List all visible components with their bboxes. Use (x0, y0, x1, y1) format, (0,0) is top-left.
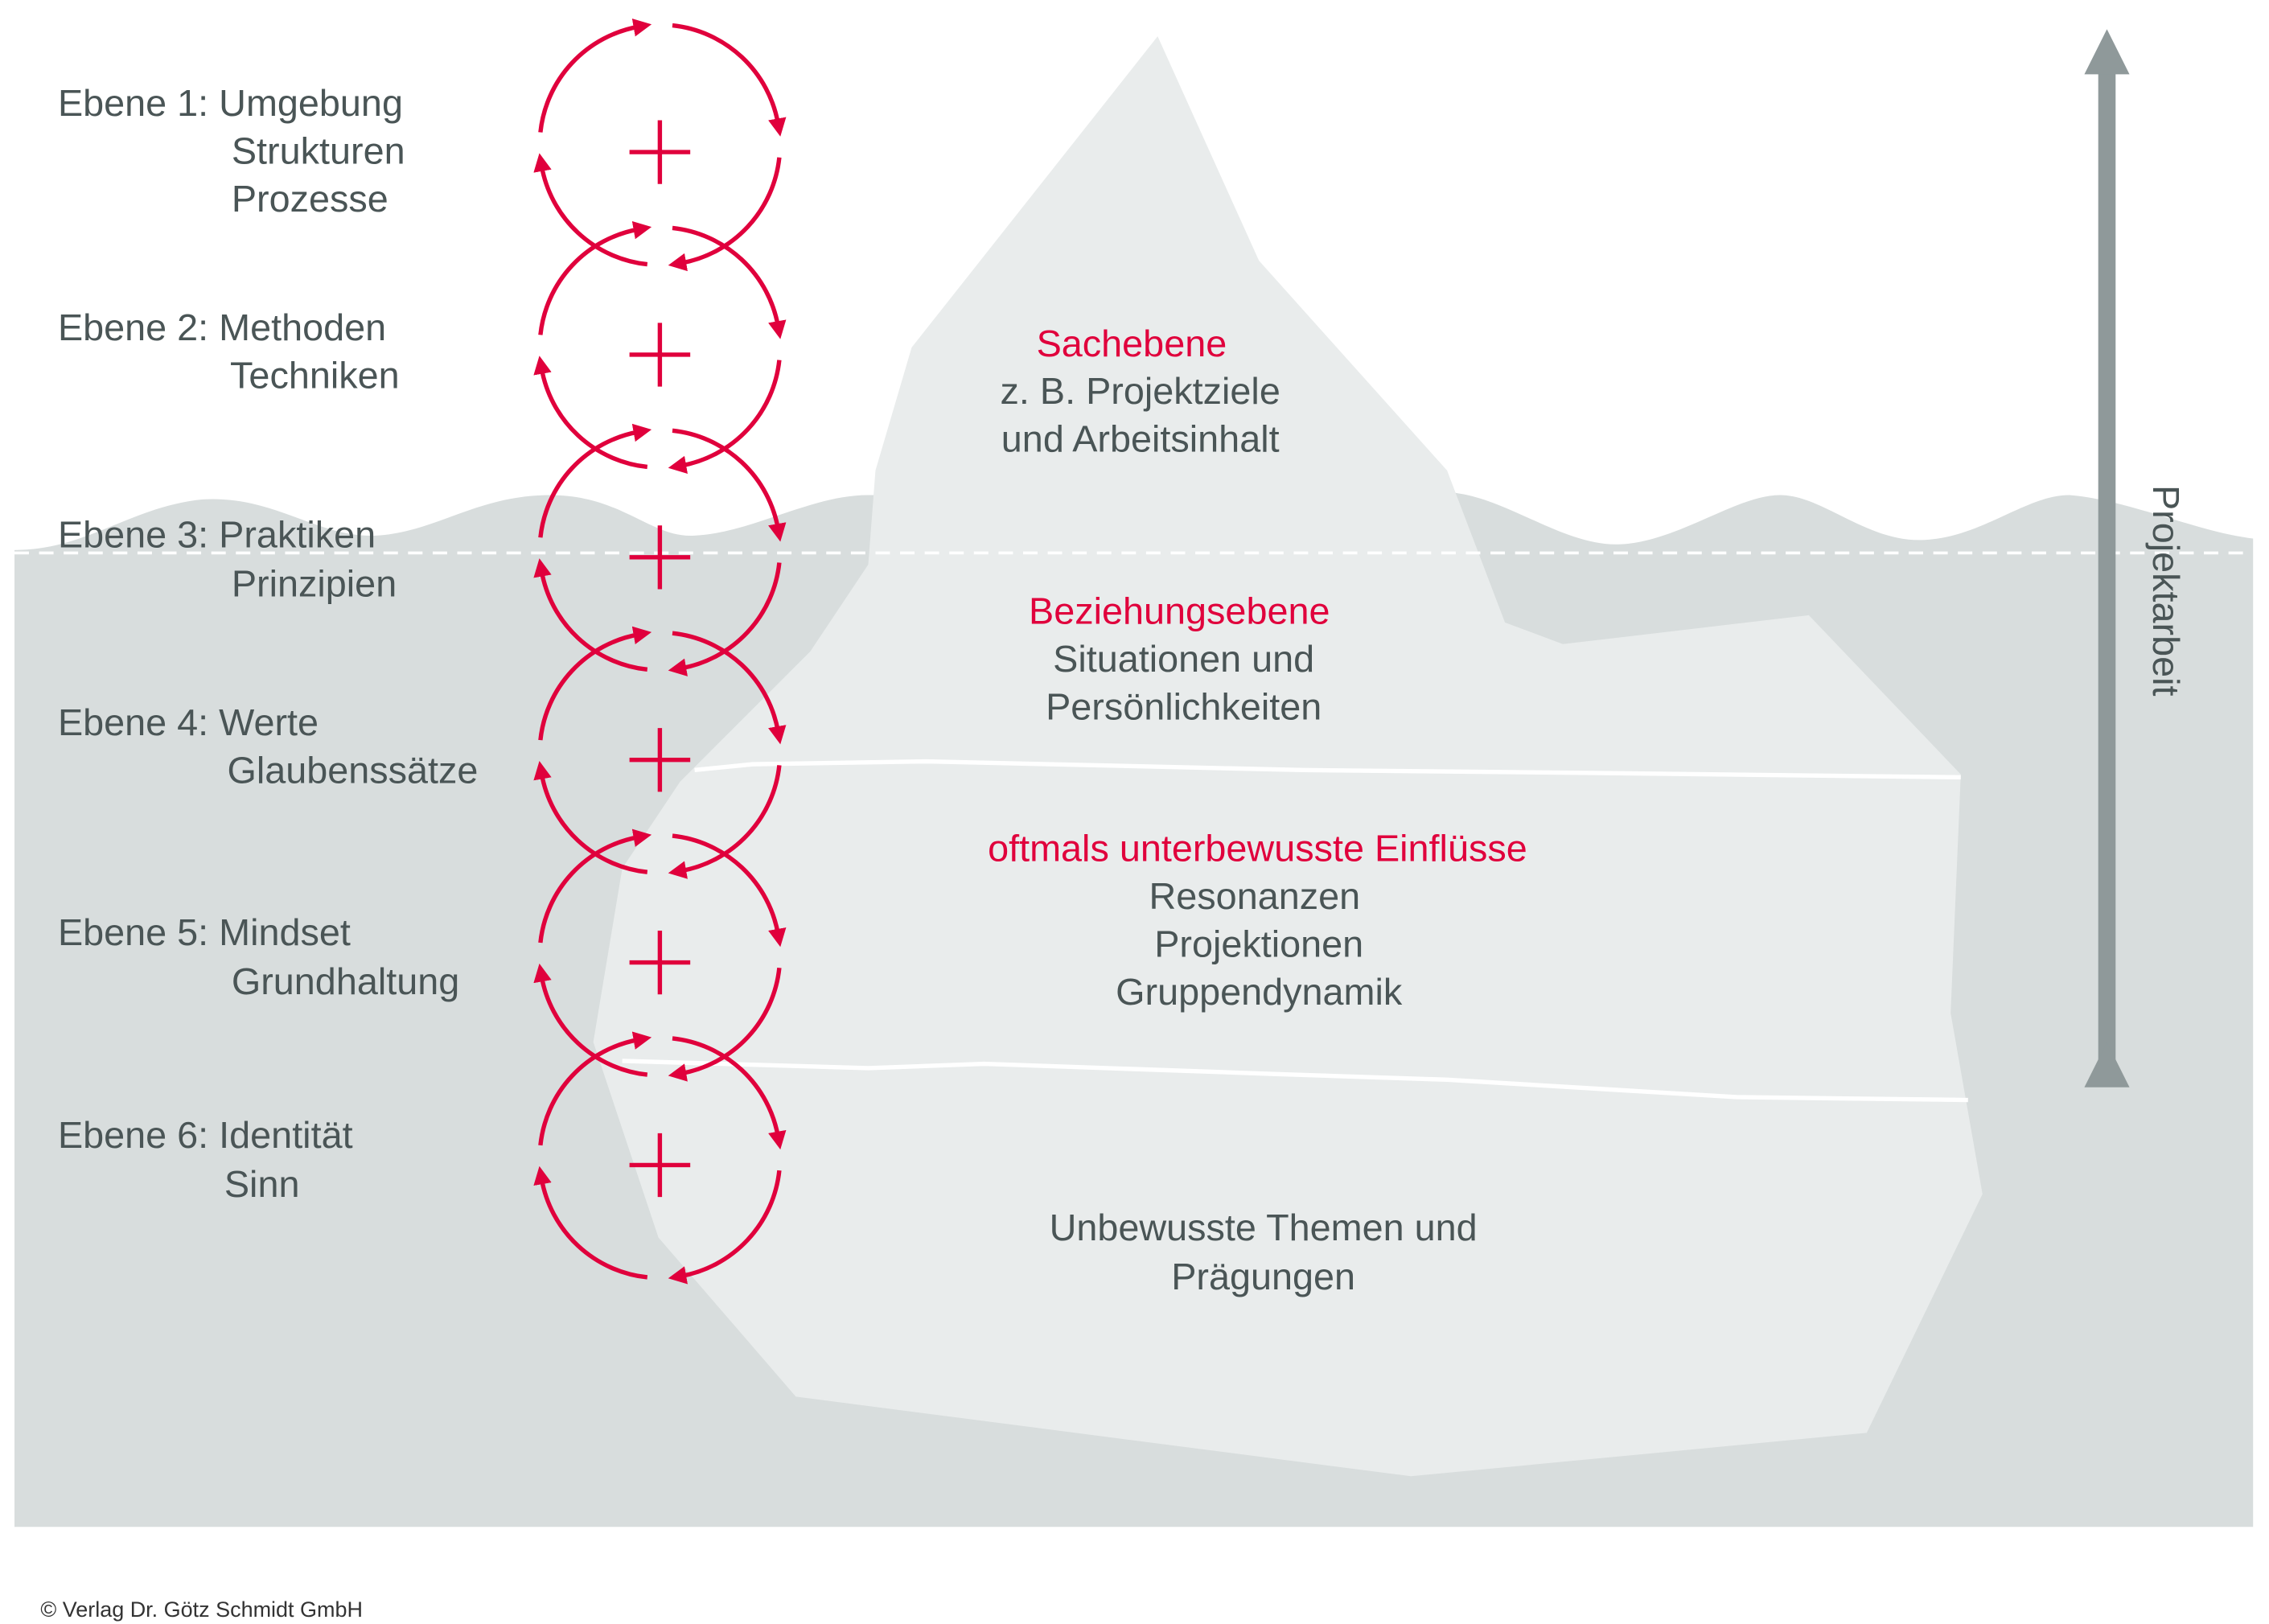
cycle-arrow (538, 1031, 652, 1146)
level-2-title: Ebene 2: Methoden (58, 306, 386, 348)
level-1-title: Ebene 1: Umgebung (58, 82, 403, 124)
level-5-title: Ebene 5: Mindset (58, 911, 351, 953)
plus-icon (629, 120, 691, 184)
unbewusst-line: Unbewusste Themen und (1050, 1207, 1478, 1248)
cycle-arrow (668, 157, 782, 272)
level-4-title: Ebene 4: Werte (58, 701, 319, 743)
level-2-line: Techniken (230, 354, 400, 396)
cycle-arrow (538, 423, 652, 538)
level-3-line: Prinzipien (232, 562, 397, 604)
cycle-arrow (538, 626, 652, 741)
cycle-arrow (538, 828, 652, 944)
plus-icon (629, 728, 691, 792)
cycle-arrow (538, 220, 652, 335)
cycle-1 (533, 19, 787, 272)
plus-icon (629, 1133, 691, 1198)
cycle-group (533, 19, 787, 1285)
cycle-arrow (533, 356, 648, 470)
beziehungsebene-heading: Beziehungsebene (1029, 590, 1330, 632)
cycle-arrow (668, 360, 782, 475)
sachebene-heading: Sachebene (1037, 323, 1227, 364)
cycle-arrow (668, 765, 782, 879)
cycle-4 (533, 626, 787, 879)
unterbewusst-heading: oftmals unterbewusste Einflüsse (988, 828, 1527, 870)
level-6-title: Ebene 6: Identität (58, 1114, 353, 1156)
layer-divider (622, 1059, 1968, 1103)
level-1-line: Prozesse (232, 178, 388, 220)
cycle-2 (533, 220, 787, 475)
cycle-arrow (672, 631, 787, 745)
cycle-arrow (533, 153, 648, 267)
iceberg (593, 36, 1983, 1477)
cycle-arrow (533, 963, 648, 1077)
level-6-line: Sinn (224, 1163, 300, 1205)
cycle-arrow (672, 225, 787, 339)
cycle-arrow (672, 1036, 787, 1150)
unterbewusst-line: Resonanzen (1149, 875, 1361, 917)
cycle-arrow (672, 23, 787, 137)
layer-divider (694, 759, 1961, 780)
cycle-arrow (538, 19, 652, 133)
cycle-arrow (672, 428, 787, 542)
cycle-arrow (668, 1170, 782, 1285)
level-labels: Ebene 1: Umgebung Strukturen Prozesse Eb… (58, 82, 478, 1205)
unterbewusst-line: Gruppendynamik (1116, 971, 1403, 1013)
cycle-arrow (672, 833, 787, 948)
cycle-arrow (533, 558, 648, 672)
level-1-line: Strukturen (232, 130, 405, 172)
projektarbeit-label: Projektarbeit (2145, 485, 2187, 697)
sachebene-line: z. B. Projektziele (1001, 370, 1280, 412)
level-5-line: Grundhaltung (232, 960, 459, 1002)
copyright: © Verlag Dr. Götz Schmidt GmbH (40, 1597, 363, 1622)
sachebene-line: und Arbeitsinhalt (1001, 418, 1280, 460)
level-3-title: Ebene 3: Praktiken (58, 513, 376, 555)
beziehungsebene-line: Situationen und (1053, 638, 1314, 680)
plus-icon (629, 931, 691, 995)
cycle-arrow (533, 761, 648, 874)
plus-icon (629, 525, 691, 590)
cycle-6 (533, 1031, 787, 1285)
unbewusst-line: Prägungen (1171, 1256, 1355, 1297)
cycle-arrow (668, 967, 782, 1082)
cycle-3 (533, 423, 787, 676)
unterbewusst-line: Projektionen (1154, 923, 1363, 964)
cycle-arrow (668, 562, 782, 676)
cycle-arrow (533, 1166, 648, 1280)
beziehungsebene-line: Persönlichkeiten (1046, 685, 1322, 727)
level-4-line: Glaubenssätze (227, 750, 478, 791)
plus-icon (629, 323, 691, 387)
cycle-5 (533, 828, 787, 1082)
